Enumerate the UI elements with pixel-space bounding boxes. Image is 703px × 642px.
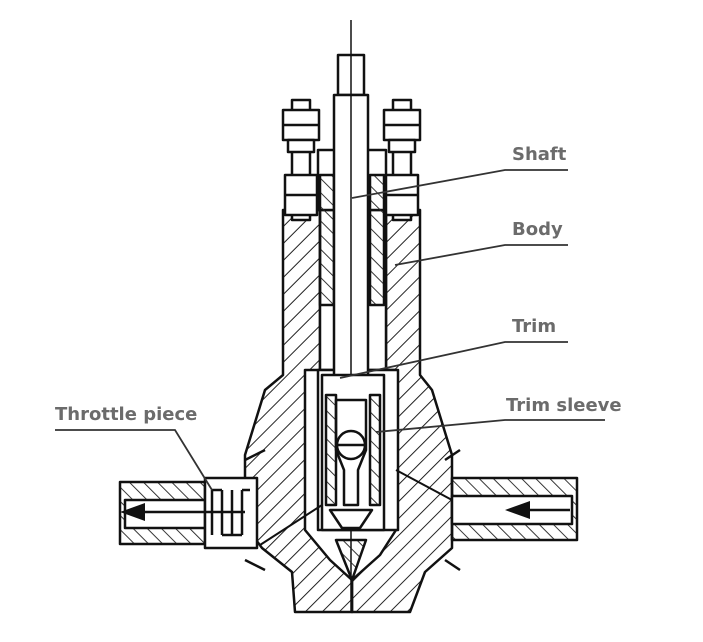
trim-sleeve-leader [375,419,605,433]
throttle-leader [55,429,213,491]
seat-ring [328,508,374,530]
outlet-flow-arrow [120,503,245,521]
body-leader [394,244,568,266]
label-body: Body [512,219,563,240]
packing-right [368,173,386,307]
label-trim: Trim [512,316,557,337]
valve-body [243,208,354,614]
label-shaft: Shaft [512,144,567,165]
outlet-cone [334,538,368,582]
left-nut-mid [286,138,316,154]
inlet-flow-arrow [505,501,570,519]
packing-left [318,173,336,307]
trim-leader [339,341,568,379]
label-throttle-piece: Throttle piece [55,404,198,425]
right-nut-mid [387,138,417,154]
shaft-leader [351,169,568,199]
label-trim-sleeve: Trim sleeve [506,395,622,416]
